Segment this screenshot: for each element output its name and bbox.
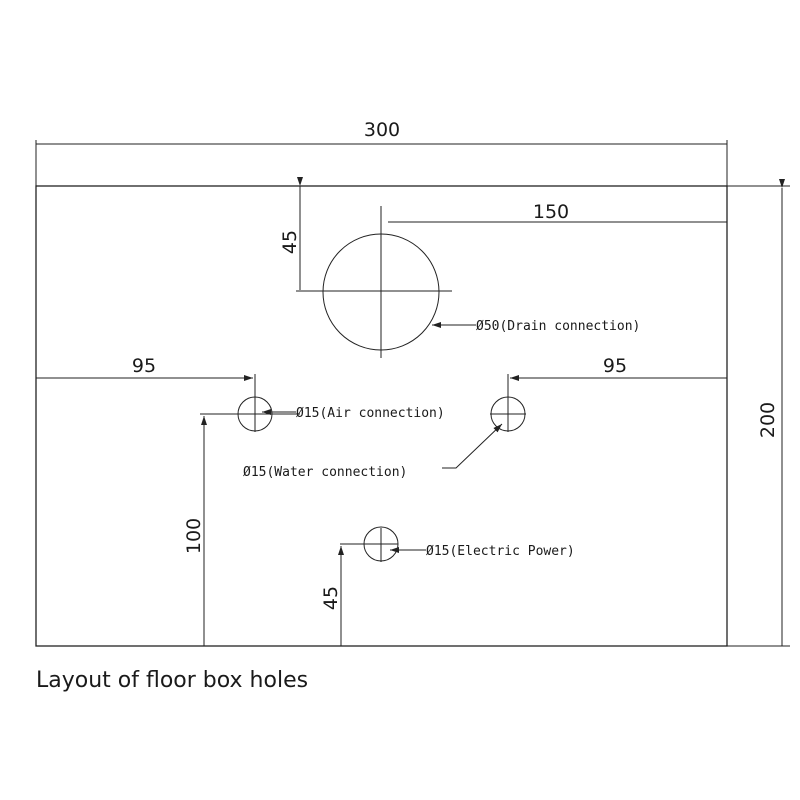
air-note-label: Ø15(Air connection)	[296, 406, 445, 421]
power-note-label: Ø15(Electric Power)	[426, 544, 575, 559]
overall-width-label: 300	[364, 119, 400, 141]
water-right-label: 95	[603, 355, 627, 377]
drain-right-dimension: 150	[388, 201, 727, 223]
drain-top-dimension: 45	[279, 177, 303, 290]
air-note: Ø15(Air connection)	[262, 406, 445, 421]
overall-width-dimension: 300	[35, 119, 728, 186]
water-note: Ø15(Water connection)	[243, 423, 503, 480]
air-left-dimension: 95	[36, 355, 253, 381]
power-hole	[340, 526, 399, 562]
air-bottom-dimension: 100	[183, 416, 207, 646]
floor-box-outline	[35, 185, 728, 647]
drain-top-label: 45	[279, 230, 301, 254]
drawing-caption: Layout of floor box holes	[36, 668, 309, 693]
water-note-label: Ø15(Water connection)	[243, 465, 407, 480]
power-note: Ø15(Electric Power)	[390, 544, 575, 559]
overall-height-label: 200	[757, 402, 779, 438]
drain-note: Ø50(Drain connection)	[432, 319, 640, 334]
water-hole	[490, 374, 526, 432]
power-bottom-dimension: 45	[320, 546, 344, 646]
power-bottom-label: 45	[320, 586, 342, 610]
drain-note-label: Ø50(Drain connection)	[476, 319, 640, 334]
drain-hole	[296, 206, 452, 358]
drain-right-label: 150	[533, 201, 569, 223]
air-hole	[200, 374, 300, 432]
overall-height-dimension: 200	[727, 179, 790, 647]
air-bottom-label: 100	[183, 518, 205, 554]
air-left-label: 95	[132, 355, 156, 377]
water-right-dimension: 95	[510, 355, 727, 381]
